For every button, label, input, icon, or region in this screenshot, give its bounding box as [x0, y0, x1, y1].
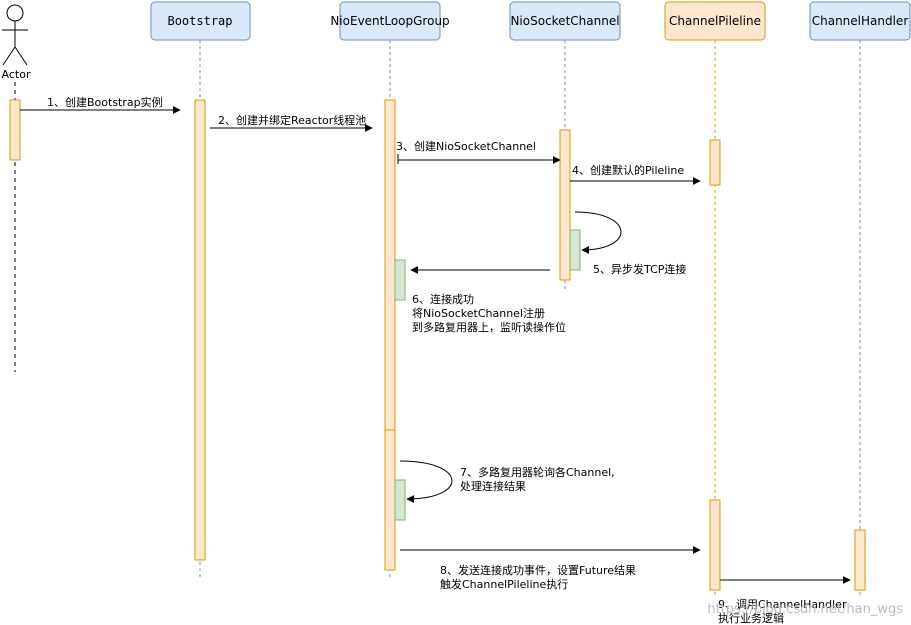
message-label: 处理连接结果 — [460, 480, 526, 493]
actor-figure-icon — [2, 4, 28, 66]
channelpileline-activation-2 — [709, 499, 721, 591]
message-label: 8、发送连接成功事件，设置Future结果 — [440, 563, 636, 577]
nioeventloopgroup-activation-2 — [384, 429, 396, 571]
participant-channelhandler: ChannelHandler — [809, 1, 911, 41]
message-label: 1、创建Bootstrap实例 — [47, 95, 163, 109]
participant-label: Bootstrap — [167, 14, 232, 28]
activations — [9, 99, 866, 591]
message-labels: 1、创建Bootstrap实例 2、创建并绑定Reactor线程池 3、创建Ni… — [47, 95, 847, 625]
message-arrow-7-self — [399, 460, 453, 503]
participant-channelpileline: ChannelPileline — [664, 1, 766, 41]
actor-label: Actor — [2, 68, 31, 81]
participant-label: ChannelHandler — [812, 14, 909, 28]
message-label: 将NioSocketChannel注册 — [412, 306, 545, 320]
channelhandler-activation — [854, 529, 866, 591]
message-arrow-5-self — [574, 211, 622, 254]
participant-bootstrap: Bootstrap — [150, 1, 251, 41]
participant-nioeventloopgroup: NioEventLoopGroup — [330, 1, 450, 41]
nioeventloopgroup-activation — [384, 99, 396, 431]
participant-label: NioSocketChannel — [510, 14, 619, 28]
message-arrows — [20, 106, 851, 584]
message-label: 4、创建默认的Pileline — [572, 163, 684, 177]
nioeventloopgroup-nested-activation-2 — [394, 479, 406, 521]
message-label: 7、多路复用器轮询各Channel, — [460, 465, 615, 479]
nioeventloopgroup-nested-activation — [394, 259, 406, 301]
participants: Bootstrap NioEventLoopGroup NioSocketCha… — [150, 1, 911, 41]
participant-niosocketchannel: NioSocketChannel — [509, 1, 621, 41]
participant-label: ChannelPileline — [669, 14, 761, 28]
message-label: 5、异步发TCP连接 — [593, 262, 686, 276]
bootstrap-activation — [194, 99, 206, 561]
message-label: 3、创建NioSocketChannel — [396, 139, 536, 153]
message-label: 触发ChannelPileline执行 — [440, 577, 568, 591]
niosocketchannel-activation — [559, 129, 571, 281]
message-label: 9、调用ChannelHandler — [718, 598, 847, 611]
participant-label: NioEventLoopGroup — [330, 14, 449, 28]
watermark: https://blog.csdn.net/han_wgs — [707, 602, 903, 617]
message-label: 6、连接成功 — [412, 293, 474, 306]
channelpileline-activation — [709, 139, 721, 186]
actor-activation — [9, 99, 21, 161]
niosocketchannel-nested-activation — [569, 229, 581, 271]
message-label: 到多路复用器上，监听读操作位 — [412, 320, 566, 334]
message-label: 执行业务逻辑 — [718, 611, 784, 625]
message-label: 2、创建并绑定Reactor线程池 — [218, 113, 366, 127]
actor: Actor — [2, 4, 31, 81]
